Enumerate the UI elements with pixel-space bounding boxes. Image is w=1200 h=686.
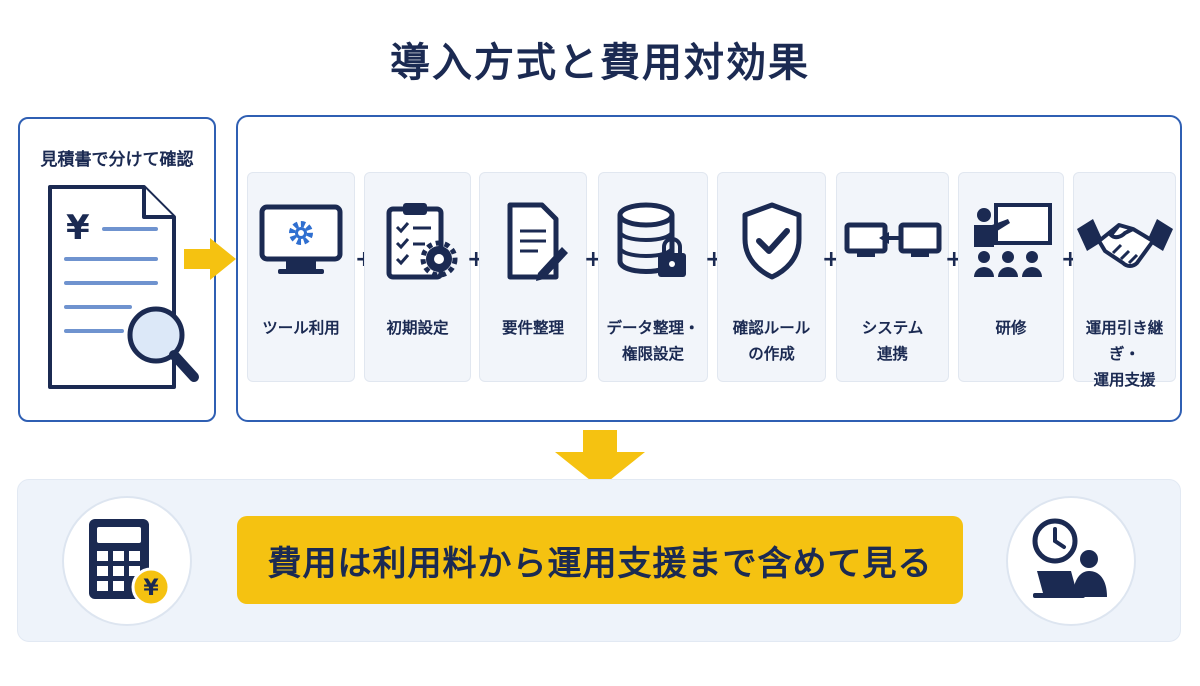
step-initial-setup: 初期設定 xyxy=(364,172,471,382)
document-magnifier-icon: ¥ xyxy=(42,181,202,405)
step-label: 研修 xyxy=(995,319,1027,337)
calculator-yen-symbol: ¥ xyxy=(143,576,159,601)
handshake-icon xyxy=(1074,201,1175,281)
shield-check-icon xyxy=(718,201,825,281)
yen-symbol: ¥ xyxy=(66,208,90,248)
presentation-icon xyxy=(959,201,1063,281)
step-label: 初期設定 xyxy=(386,319,449,337)
document-pencil-icon xyxy=(480,201,586,281)
summary-panel: ¥ 費用は利用料から運用支援まで含めて見る xyxy=(17,479,1181,642)
step-handover-support: 運用引き継ぎ・ 運用支援 xyxy=(1073,172,1176,389)
clock-person-laptop-icon xyxy=(1006,496,1136,626)
step-confirmation-rules: 確認ルール の作成 xyxy=(717,172,826,382)
step-label: データ整理・ 権限設定 xyxy=(606,319,700,363)
arrow-down-icon xyxy=(555,430,645,492)
monitors-link-icon xyxy=(837,201,948,281)
step-data-permissions: データ整理・ 権限設定 xyxy=(598,172,708,382)
step-label: システム 連携 xyxy=(861,319,924,363)
database-lock-icon xyxy=(599,201,707,281)
monitor-gear-icon xyxy=(248,201,354,281)
calculator-yen-icon: ¥ xyxy=(62,496,192,626)
step-system-integration: システム 連携 xyxy=(836,172,949,382)
steps-panel: ツール利用 + 初期設定 + xyxy=(236,115,1182,422)
step-training: 研修 xyxy=(958,172,1064,382)
step-tool-usage: ツール利用 xyxy=(247,172,355,382)
summary-text: 費用は利用料から運用支援まで含めて見る xyxy=(267,543,933,584)
step-label: 運用引き継ぎ・ 運用支援 xyxy=(1085,319,1164,389)
clipboard-gear-icon xyxy=(365,201,470,281)
plus-sign: + xyxy=(584,247,603,272)
plus-sign: + xyxy=(822,247,841,272)
summary-banner: 費用は利用料から運用支援まで含めて見る xyxy=(237,516,963,604)
page-title: 導入方式と費用対効果 xyxy=(390,40,810,86)
step-requirements: 要件整理 xyxy=(479,172,587,382)
estimate-panel: 見積書で分けて確認 ¥ xyxy=(18,117,216,422)
step-label: 確認ルール の作成 xyxy=(732,319,811,363)
step-label: ツール利用 xyxy=(262,319,340,337)
step-label: 要件整理 xyxy=(501,319,564,337)
arrow-right-icon xyxy=(184,238,236,284)
estimate-label: 見積書で分けて確認 xyxy=(40,150,194,170)
